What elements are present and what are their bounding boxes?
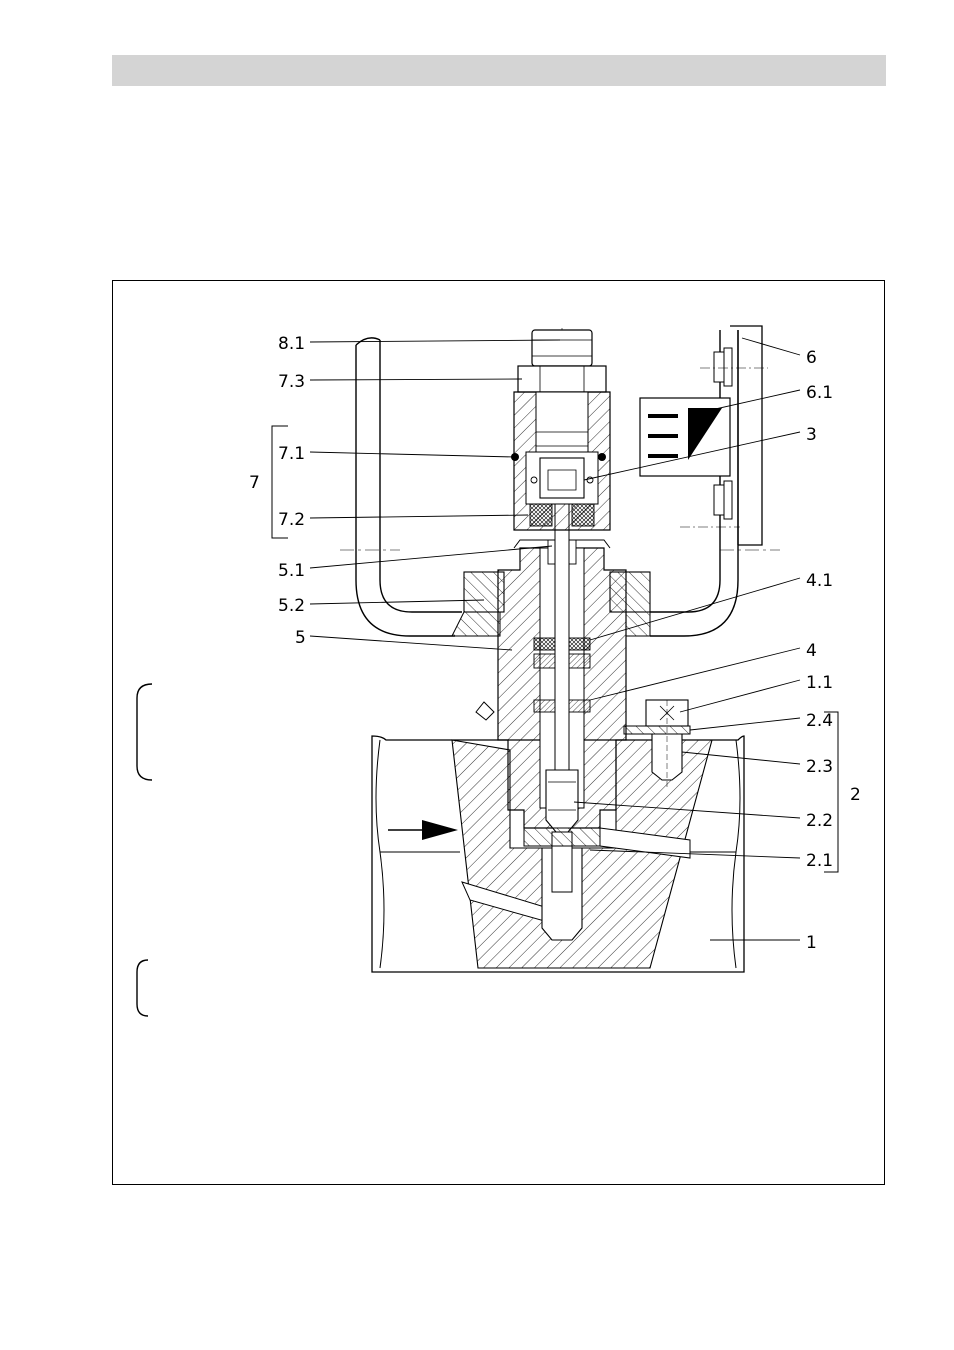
label-6: 6 xyxy=(806,348,817,368)
label-7-1: 7.1 xyxy=(278,444,305,464)
group-bracket-2 xyxy=(824,712,838,872)
left-bracket-upper xyxy=(137,684,152,780)
label-6-1: 6.1 xyxy=(806,383,833,403)
label-7-3: 7.3 xyxy=(278,372,305,392)
label-7-2: 7.2 xyxy=(278,510,305,530)
label-4-1: 4.1 xyxy=(806,571,833,591)
label-8-1: 8.1 xyxy=(278,334,305,354)
label-5: 5 xyxy=(295,628,306,648)
label-1-1: 1.1 xyxy=(806,673,833,693)
label-2-4: 2.4 xyxy=(806,711,833,731)
left-bracket-lower xyxy=(137,960,148,1016)
label-2-3: 2.3 xyxy=(806,757,833,777)
label-2: 2 xyxy=(850,785,861,805)
actuator-housing xyxy=(511,330,610,530)
label-4: 4 xyxy=(806,641,817,661)
label-5-1: 5.1 xyxy=(278,561,305,581)
label-1: 1 xyxy=(806,933,817,953)
label-2-2: 2.2 xyxy=(806,811,833,831)
label-5-2: 5.2 xyxy=(278,596,305,616)
label-3: 3 xyxy=(806,425,817,445)
label-7: 7 xyxy=(249,473,260,493)
label-2-1: 2.1 xyxy=(806,851,833,871)
